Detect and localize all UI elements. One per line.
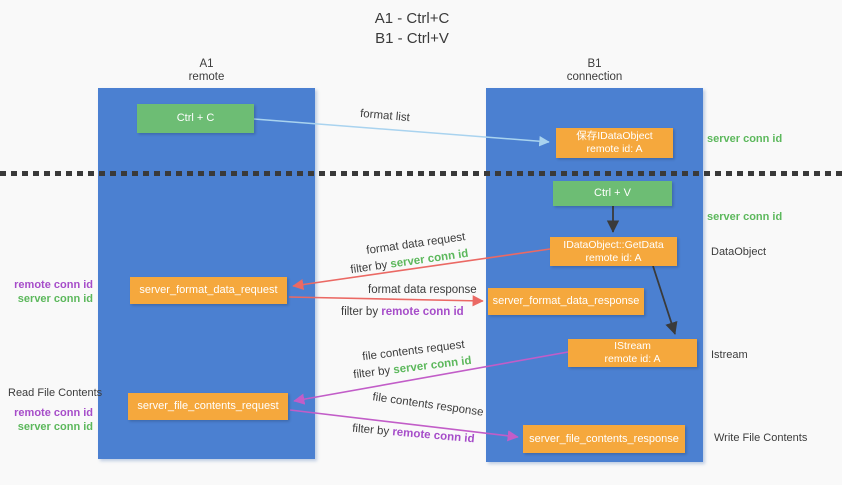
node-save-idataobject-remote-id: remote id: A [586,143,643,155]
node-format-response-label: server_format_data_response [492,295,640,307]
filter-by-text: filter by [341,306,382,318]
label-dataobject: DataObject [711,246,767,258]
label-server-conn-id-left-1: server conn id [17,293,93,305]
title-line-1: A1 - Ctrl+C [374,10,450,27]
lane-b1-name: B1 [587,58,602,70]
node-getdata-remote-id: remote id: A [585,251,642,264]
node-server-file-contents-request: server_file_contents_request [128,393,288,420]
title-line-2: B1 - Ctrl+V [375,30,449,47]
node-istream-remote-id: remote id: A [604,353,661,365]
filter-by-text: filter by [352,364,395,382]
filter-by-text: filter by [351,422,393,439]
edge-label-filter-by-remote-conn-id-1: filter by remote conn id [341,306,464,318]
label-write-file-contents: Write File Contents [714,432,808,444]
node-istream: IStream remote id: A [568,339,697,367]
node-ctrl-c: Ctrl + C [137,104,254,133]
node-istream-title: IStream [614,340,651,352]
node-getdata-title: IDataObject::GetData [563,238,664,251]
remote-conn-id-text: remote conn id [381,306,464,318]
machine-boundary-dotted-line [0,171,842,176]
node-ctrl-c-label: Ctrl + C [176,112,215,124]
label-read-file-contents: Read File Contents [8,387,103,399]
node-format-request-label: server_format_data_request [139,284,278,296]
edge-label-filter-by-remote-conn-id-2: filter by remote conn id [352,423,475,446]
node-server-format-data-request: server_format_data_request [130,277,287,304]
label-server-conn-id-right-mid: server conn id [707,211,783,223]
edge-label-file-contents-response: file contents response [371,391,485,419]
lane-a1-name: A1 [199,58,214,70]
node-server-format-data-response: server_format_data_response [488,288,644,315]
label-server-conn-id-left-2: server conn id [17,421,93,433]
arrow-format-data-response [288,295,484,307]
node-ctrl-v-label: Ctrl + V [594,187,631,199]
label-istream: Istream [711,349,748,361]
node-server-file-contents-response: server_file_contents_response [523,425,685,453]
node-file-request-label: server_file_contents_request [137,400,279,412]
node-save-idataobject: 保存IDataObject remote id: A [556,128,673,158]
lane-header-a1-remote: A1 remote [98,58,315,84]
label-remote-conn-id-left-2: remote conn id [14,407,93,419]
remote-conn-id-text: remote conn id [391,426,475,446]
node-save-idataobject-title: 保存IDataObject [576,130,653,142]
lane-a1-role: remote [188,71,225,83]
edge-label-format-list: format list [359,107,411,125]
node-idataobject-getdata: IDataObject::GetData remote id: A [550,237,677,266]
filter-by-text: filter by [349,258,392,277]
node-ctrl-v: Ctrl + V [553,181,672,206]
diagram-title: A1 - Ctrl+C B1 - Ctrl+V [0,9,824,49]
node-file-response-label: server_file_contents_response [529,432,679,445]
lane-header-b1-connection: B1 connection [486,58,703,84]
label-remote-conn-id-left-1: remote conn id [14,279,93,291]
label-server-conn-id-right-top: server conn id [707,133,783,145]
edge-label-format-data-response: format data response [368,284,477,296]
lane-b1-role: connection [566,71,623,83]
